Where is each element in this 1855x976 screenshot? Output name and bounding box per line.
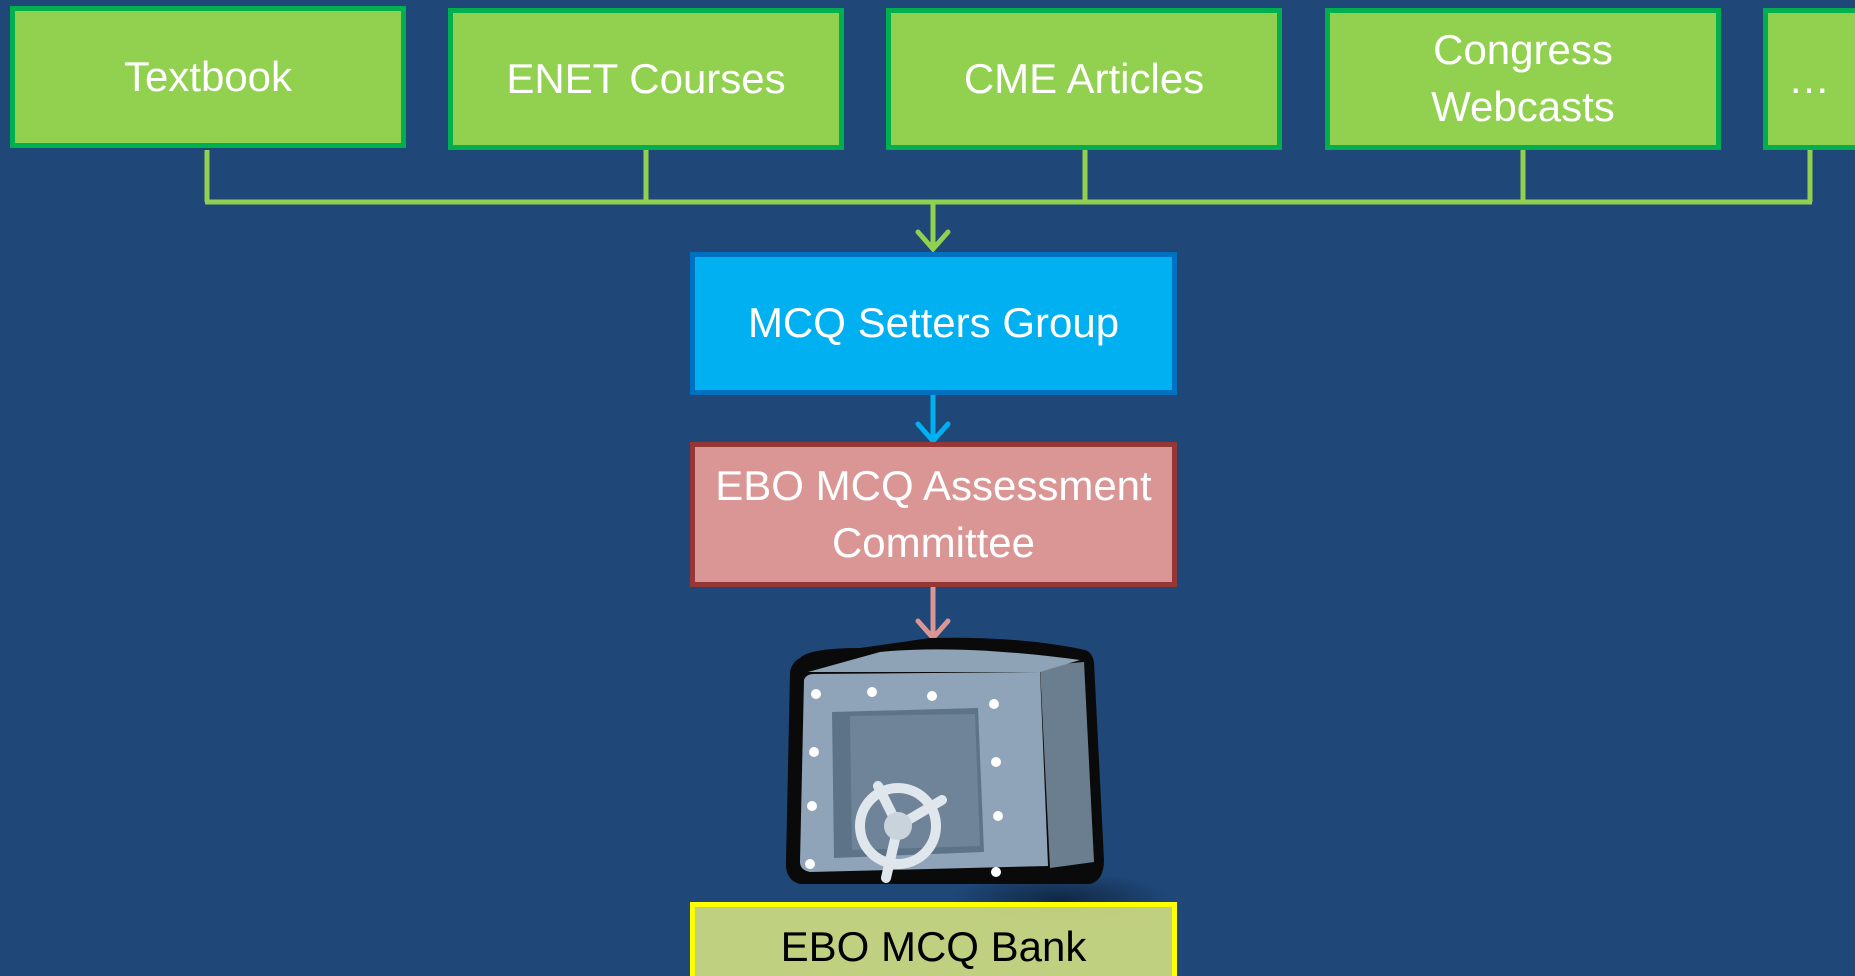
source-congress-webcasts: Congress Webcasts [1325, 8, 1721, 150]
assessment-committee-box: EBO MCQ Assessment Committee [690, 442, 1177, 587]
source-cme-articles-label: CME Articles [963, 54, 1205, 102]
arrow-to-setters [915, 202, 951, 253]
source-cme-articles: CME Articles [886, 8, 1282, 150]
source-enet-courses: ENET Courses [448, 8, 844, 150]
mcq-bank-box: EBO MCQ Bank [690, 902, 1177, 976]
assessment-committee-label: EBO MCQ Assessment Committee [715, 461, 1152, 566]
mcq-setters-group-box: MCQ Setters Group [690, 252, 1177, 395]
source-textbook-label: Textbook [123, 52, 293, 100]
source-textbook: Textbook [10, 6, 406, 148]
source-more-label: … [1788, 54, 1830, 102]
source-enet-courses-label: ENET Courses [506, 54, 786, 102]
source-congress-webcasts-label: Congress Webcasts [1431, 26, 1615, 130]
mcq-bank-label: EBO MCQ Bank [780, 923, 1087, 970]
source-connectors [204, 150, 1813, 205]
arrow-to-committee [915, 395, 951, 445]
mcq-setters-group-label: MCQ Setters Group [747, 299, 1120, 347]
source-more: … [1763, 8, 1855, 150]
